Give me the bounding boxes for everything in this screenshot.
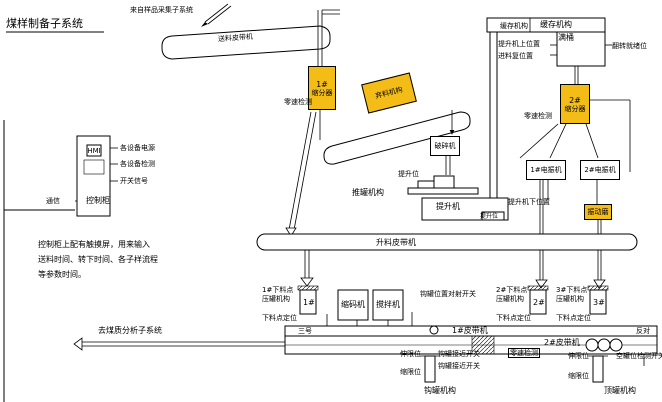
dropper2-label-1: 2#下料点 — [496, 286, 528, 294]
ctrl-desc-1: 控制柜上配有触摸屏，用来输入 — [38, 240, 150, 249]
ctrl-desc-3: 等参数时间。 — [38, 270, 86, 279]
enter-pos-label: 提升机上位置 — [498, 40, 540, 48]
belt1-label: 1#皮带机 — [452, 326, 488, 335]
buffer-top-label: 缓存机构 — [500, 22, 528, 30]
right-label-3: 缩限位 — [568, 372, 589, 380]
splitter1-name: 缩分器 — [311, 88, 333, 97]
hook-jar-mech — [420, 355, 440, 383]
top-jar-mech — [588, 355, 608, 383]
feed-to-splitter1 — [317, 9, 340, 66]
inclined-belt — [323, 111, 471, 165]
jar-push-label: 推罐机构 — [352, 188, 384, 197]
lift-belt — [256, 233, 638, 251]
zero-detect-label-3: 零速检测 — [508, 348, 540, 358]
dropper1-label-1: 1#下料点 — [262, 286, 294, 294]
dropper1-pos: 下料点定位 — [262, 314, 297, 322]
dropper3-label-1: 3#下料点 — [556, 286, 588, 294]
vibrator1-label: 1#电振机 — [530, 166, 562, 174]
control-cabinet: HMI — [76, 135, 111, 217]
splitter1-mark: 1# — [316, 79, 328, 89]
incoming-sample-arrow — [201, 3, 232, 27]
rollers — [429, 325, 623, 352]
splitter2-name: 缩分器 — [564, 104, 586, 113]
zero-detect-label-2: 零速检测 — [524, 112, 552, 120]
bottom-label-1: 伸限位 — [400, 350, 421, 358]
grinder-label: 振动磨 — [587, 208, 609, 216]
dropper2-pos: 下料点定位 — [496, 314, 531, 322]
feed-belt — [161, 25, 331, 60]
lift-label: 提升机 — [436, 202, 460, 211]
crusher-unit: 破碎机 — [430, 136, 460, 156]
ctrl-desc-2: 送料时间、转下时间、各子样流程 — [38, 255, 158, 264]
elevator-box-label: 缓存机构 — [540, 20, 572, 29]
right-label-2: 空罐位检测开关 — [616, 352, 662, 360]
to-analysis-label: 去煤质分析子系统 — [98, 326, 162, 335]
splitter1-discharge — [285, 111, 317, 237]
lift-bottom-label: 提升位 — [480, 213, 499, 220]
belt-left-label: 三号 — [298, 327, 312, 335]
dropper1-mech — [297, 285, 319, 315]
reset-pos-label: 进料复位置 — [498, 52, 533, 60]
dropper1-mark: 1# — [303, 298, 315, 307]
power-line-2: 各设备检测 — [120, 160, 155, 168]
zero-detect-label: 零速检测 — [284, 98, 312, 106]
splitter2-mark: 2# — [569, 95, 581, 105]
splitter2-box: 2# 缩分器 — [560, 84, 590, 124]
page-title: 煤样制备子系统 — [6, 17, 83, 30]
crusher-label: 破碎机 — [434, 142, 456, 150]
bottom-belt — [284, 325, 658, 355]
splitter1-box: 1# 缩分器 — [308, 66, 336, 110]
box-crusher-label: 缩码机 — [341, 300, 365, 309]
dropper3-pos: 下料点定位 — [556, 314, 591, 322]
lift-ready-label: 翻转就绪位 — [612, 42, 647, 50]
crusher-box — [337, 289, 369, 321]
mixer-box — [372, 289, 404, 321]
control-cabinet-label: 控制柜 — [86, 196, 110, 205]
dump-mech-label: 弃料机构 — [374, 85, 404, 101]
lift-structure — [421, 25, 509, 221]
lift-belt-label: 升料皮带机 — [376, 238, 416, 247]
power-line-1: 各设备电源 — [120, 144, 155, 152]
vibrator2-label: 2#电振机 — [584, 166, 616, 174]
dropper2-mark: 2# — [533, 298, 545, 307]
top-jar-label: 顶罐机构 — [604, 386, 636, 395]
source-text: 来自样品采集子系统 — [130, 6, 193, 14]
hook-jar-label: 钩罐机构 — [424, 386, 456, 395]
dropper2-mech — [527, 285, 549, 315]
dropper2-label-2: 压罐机构 — [496, 295, 524, 303]
recv-jar-label: 钩罐位置对射开关 — [420, 290, 476, 298]
jar-push-mechanism — [407, 175, 479, 195]
comm-label: 通信 — [46, 197, 60, 205]
belt2-label: 2#皮带机 — [544, 338, 580, 347]
right-label-1: 伸限位 — [568, 352, 589, 360]
splitter2-discharge — [519, 123, 599, 159]
dropper3-mech — [587, 285, 609, 315]
vibrator2-box: 2#电振机 — [580, 160, 620, 180]
cache-frame — [486, 17, 606, 67]
lift-to-dropper1 — [300, 250, 314, 287]
dropper3-label-2: 压罐机构 — [556, 295, 584, 303]
vibrator1-box: 1#电振机 — [526, 160, 566, 180]
belt-right-label: 反对 — [636, 327, 650, 335]
svg-text:HMI: HMI — [87, 147, 100, 155]
lift-top-label: 提升机下位置 — [508, 198, 550, 206]
box-mixer-label: 搅拌机 — [376, 300, 400, 309]
bottom-label-4: 钩罐接近开关 — [438, 362, 480, 370]
to-analysis-arrow — [73, 337, 285, 351]
bottom-label-3: 缩限位 — [400, 368, 421, 376]
grinder-box: 振动磨 — [584, 204, 612, 220]
full-bucket-label: 满桶 — [558, 33, 574, 42]
dropper3-mark: 3# — [593, 298, 605, 307]
lift-mid-label: 提升位 — [398, 170, 419, 178]
power-line-3: 开关信号 — [120, 177, 148, 185]
bottom-label-2: 钩罐接近开关 — [438, 350, 480, 358]
dropper1-label-2: 压罐机构 — [262, 295, 290, 303]
